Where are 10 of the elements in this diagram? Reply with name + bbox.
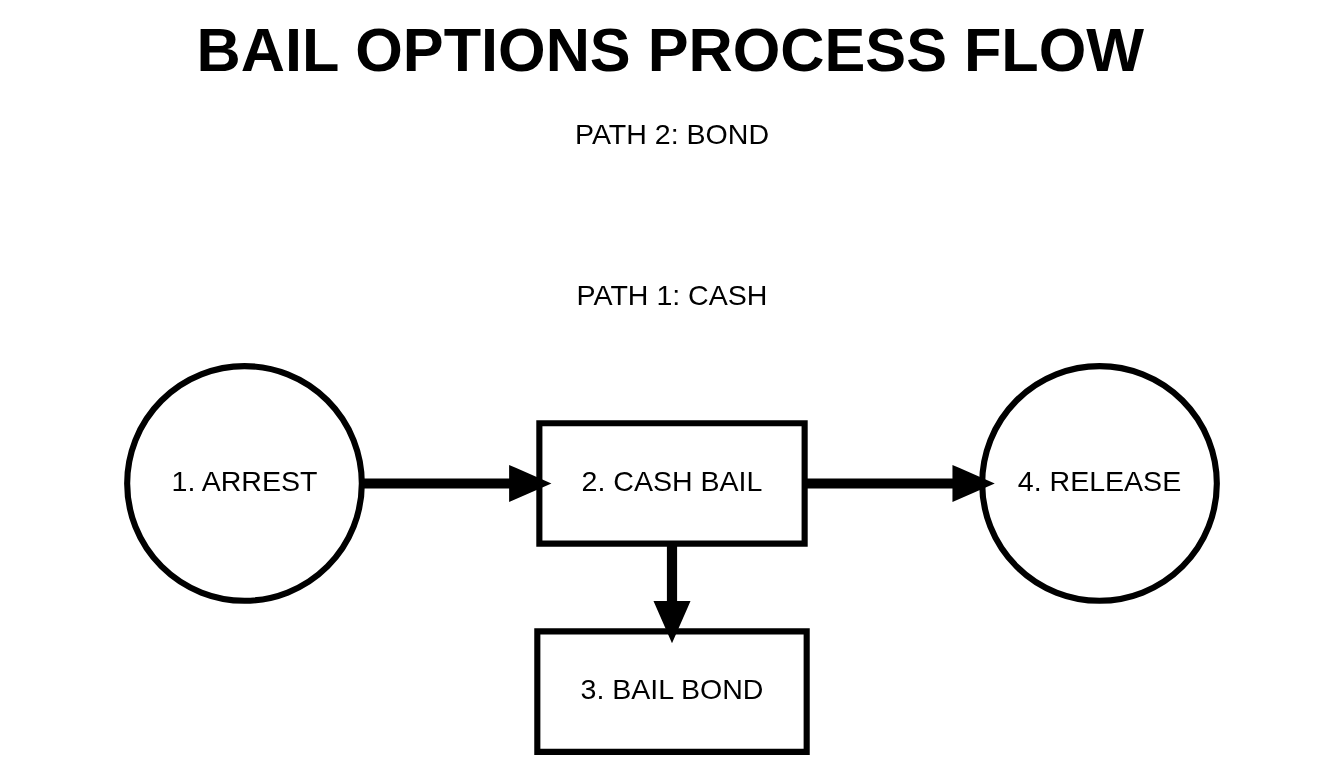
arrow	[653, 543, 691, 644]
node-circle: 4. RELEASE	[979, 363, 1220, 604]
label: PATH 2: BOND	[574, 118, 770, 151]
diagram-title: BAIL OPTIONS PROCESS FLOW	[196, 16, 1145, 85]
node-circle: 1. ARREST	[124, 363, 365, 604]
label: PATH 1: CASH	[576, 279, 768, 312]
node-box: 2. CASH BAIL	[536, 420, 808, 547]
arrow	[805, 464, 995, 502]
arrow	[362, 464, 552, 502]
node-box: 3. BAIL BOND	[534, 628, 810, 755]
